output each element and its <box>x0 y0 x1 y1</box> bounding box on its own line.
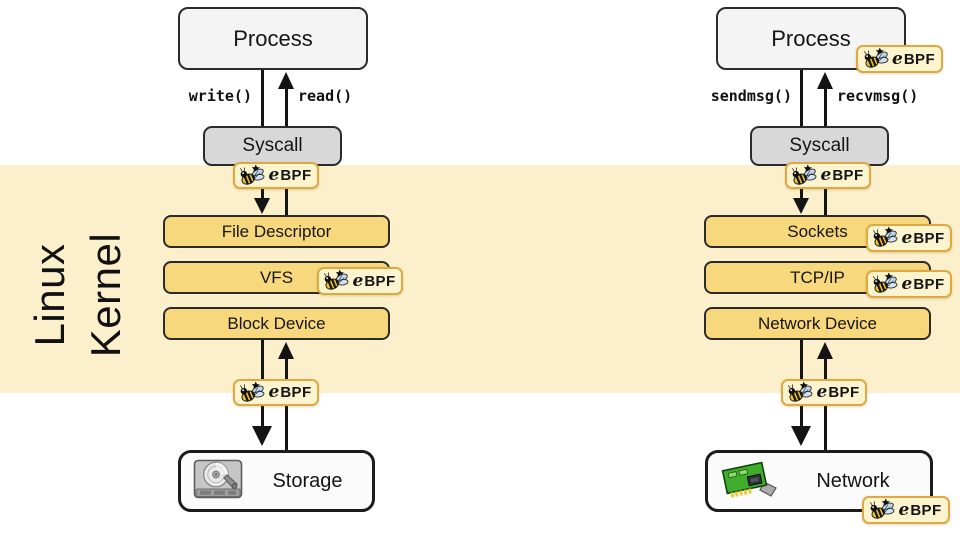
layer-label: TCP/IP <box>790 267 845 287</box>
ebpf-badge-bpf: BPF <box>913 229 945 247</box>
syscall-box-left: Syscall <box>203 126 342 166</box>
storage-label: Storage <box>272 469 343 492</box>
layer-label: Network Device <box>757 313 878 333</box>
arrow-line-sendmsg <box>800 70 803 127</box>
syscall-label-right: Syscall <box>789 135 850 156</box>
ebpf-badge-e: e <box>898 499 910 520</box>
arrow-line-syscall-up-left <box>285 166 288 215</box>
sendmsg-call-label: sendmsg() <box>710 87 792 105</box>
network-box: Network <box>705 450 933 512</box>
arrowhead-netdev-up <box>817 342 833 359</box>
arrow-line-read <box>285 88 288 127</box>
arrowhead-syscall-down-right <box>793 198 809 214</box>
network-label: Network <box>816 469 890 492</box>
ebpf-bee-icon <box>873 225 900 249</box>
ebpf-badge-bpf: BPF <box>364 272 396 290</box>
arrowhead-syscall-down-left <box>254 198 270 214</box>
arrow-line-recvmsg <box>824 88 827 127</box>
network-card-icon <box>720 458 778 504</box>
ebpf-badge-tcpip: e BPF <box>866 270 952 298</box>
hard-disk-icon <box>193 459 245 503</box>
kernel-label-line2: Kernel <box>82 232 129 358</box>
ebpf-badge-network-path: e BPF <box>781 379 867 406</box>
ebpf-badge-syscall-right: e BPF <box>785 162 871 189</box>
ebpf-badge-bpf: BPF <box>280 167 312 184</box>
ebpf-badge-bpf: BPF <box>903 50 936 68</box>
write-call-label: write() <box>188 87 252 105</box>
layer-label: File Descriptor <box>221 221 332 241</box>
ebpf-badge-e: e <box>901 273 913 294</box>
arrow-line-write <box>261 70 264 127</box>
syscall-box-right: Syscall <box>750 126 889 166</box>
ebpf-bee-icon <box>240 380 267 404</box>
ebpf-badge-network-box: e BPF <box>862 496 950 524</box>
ebpf-badge-vfs: e BPF <box>317 267 403 295</box>
process-box-left: Process <box>178 7 368 70</box>
layer-block-device: Block Device <box>163 307 390 340</box>
syscall-label-left: Syscall <box>242 135 303 156</box>
layer-label: Sockets <box>787 221 848 241</box>
ebpf-badge-e: e <box>268 382 280 402</box>
ebpf-badge-e: e <box>352 270 364 291</box>
ebpf-bee-icon <box>240 163 267 187</box>
kernel-label-line1: Linux <box>26 243 73 347</box>
ebpf-badge-bpf: BPF <box>828 384 860 401</box>
ebpf-badge-e: e <box>901 227 913 248</box>
ebpf-badge-bpf: BPF <box>910 501 942 519</box>
process-label-left: Process <box>233 25 313 51</box>
ebpf-bee-icon <box>788 380 815 404</box>
ebpf-badge-e: e <box>268 165 280 185</box>
linux-kernel-label: Linux Kernel <box>22 190 138 400</box>
ebpf-badge-bpf: BPF <box>280 384 312 401</box>
ebpf-bee-icon <box>870 497 897 521</box>
arrowhead-network-down <box>791 426 811 446</box>
ebpf-badge-syscall-left: e BPF <box>233 162 319 189</box>
ebpf-badge-storage-path: e BPF <box>233 379 319 406</box>
ebpf-bee-icon <box>873 271 900 295</box>
read-call-label: read() <box>298 87 353 105</box>
layer-file-descriptor: File Descriptor <box>163 215 390 248</box>
arrowhead-storage-down <box>252 426 272 446</box>
ebpf-badge-e: e <box>816 382 828 402</box>
ebpf-badge-process-right: e BPF <box>856 45 943 73</box>
layer-label: VFS <box>259 267 294 287</box>
arrowhead-blockdev-up <box>278 342 294 359</box>
ebpf-badge-bpf: BPF <box>913 275 945 293</box>
ebpf-bee-icon <box>324 268 351 292</box>
ebpf-bee-icon <box>792 163 819 187</box>
ebpf-bee-icon <box>864 46 891 70</box>
process-label-right: Process <box>771 25 851 51</box>
ebpf-badge-e: e <box>820 165 832 185</box>
ebpf-badge-bpf: BPF <box>832 167 864 184</box>
arrowhead-read-up <box>278 72 294 89</box>
ebpf-badge-sockets: e BPF <box>866 224 952 252</box>
arrow-line-syscall-up-right <box>824 166 827 215</box>
storage-box: Storage <box>178 450 375 512</box>
recvmsg-call-label: recvmsg() <box>837 87 919 105</box>
arrowhead-recvmsg-up <box>817 72 833 89</box>
layer-network-device: Network Device <box>704 307 931 340</box>
ebpf-badge-e: e <box>891 48 903 69</box>
layer-label: Block Device <box>227 313 326 333</box>
